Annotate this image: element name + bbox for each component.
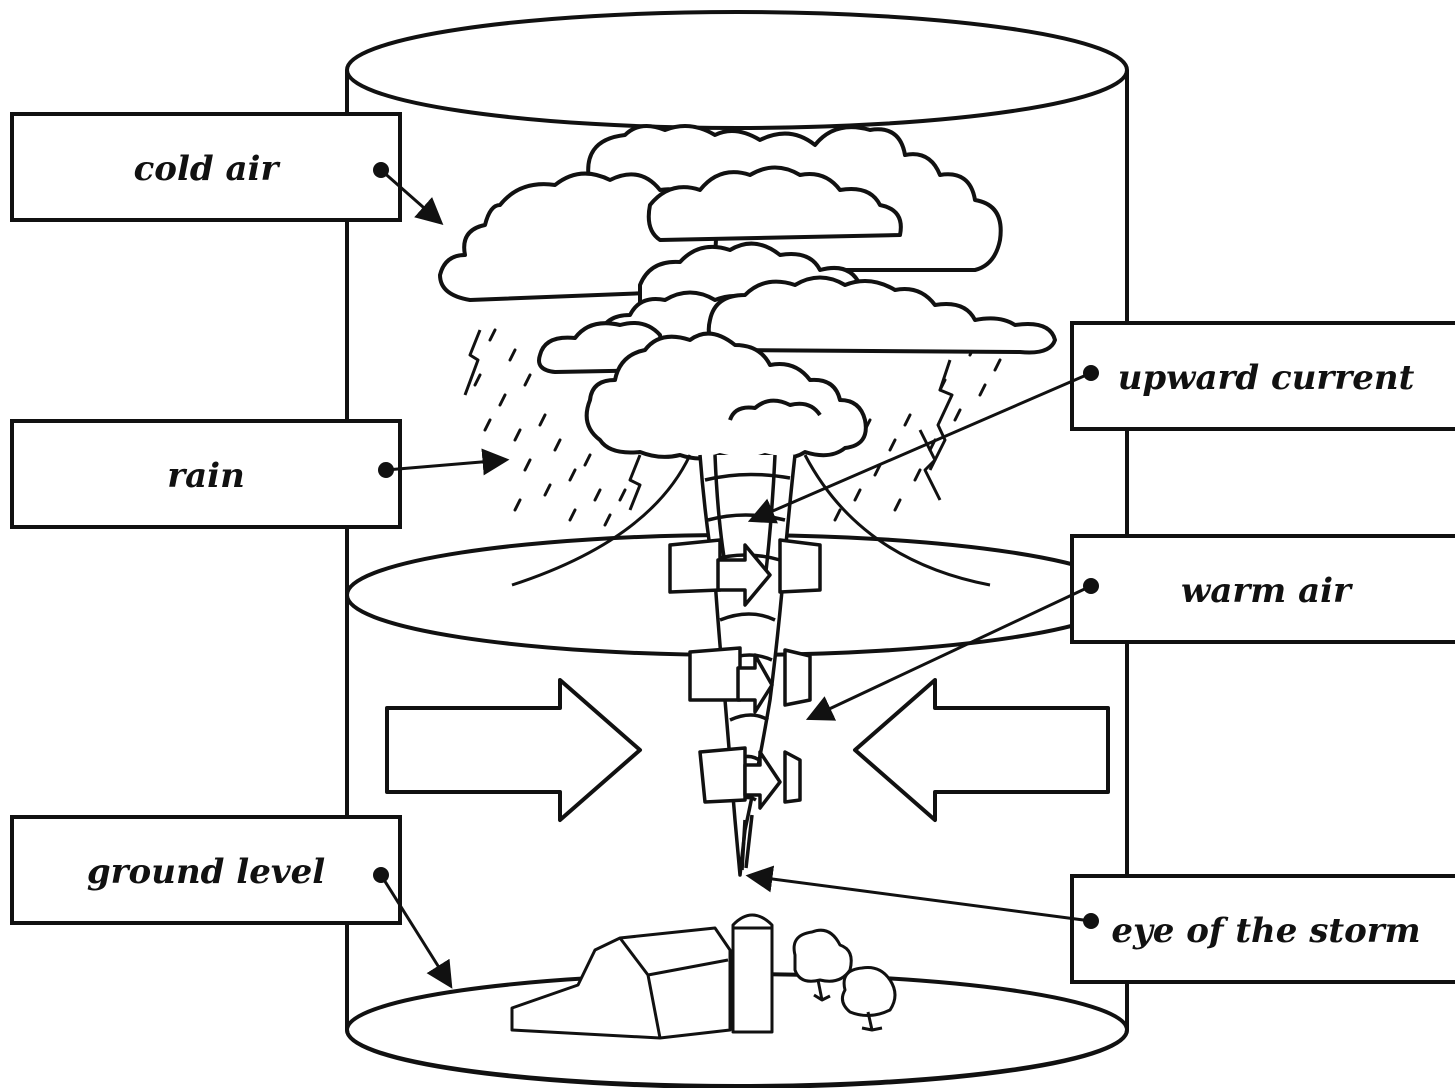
leader-upward-current [747, 371, 1092, 524]
label-upward-current-text: upward current [1118, 358, 1415, 398]
label-warm-air-text: warm air [1181, 571, 1353, 611]
leader-cold-air [380, 168, 444, 225]
leader-eye-of-the-storm [745, 865, 1092, 923]
label-rain-text: rain [167, 456, 245, 496]
cylinder-top-ellipse [345, 10, 1129, 130]
label-upward-current: upward current [1070, 321, 1455, 431]
label-eye-of-the-storm: eye of the storm [1070, 874, 1455, 984]
leader-lines [379, 168, 1092, 989]
left-inflow-arrow [385, 678, 642, 822]
silo [731, 913, 774, 1034]
label-ground-level-text: ground level [87, 852, 325, 892]
leader-rain [385, 448, 510, 476]
leader-ground-level [379, 874, 453, 989]
right-inflow-arrow [853, 678, 1110, 822]
leader-warm-air [805, 584, 1092, 721]
label-ground-level: ground level [10, 815, 402, 925]
label-rain: rain [10, 419, 402, 529]
inflow-arrows [385, 678, 1110, 822]
tree [840, 966, 897, 1017]
leader-dots [373, 162, 1099, 929]
storm-cloud [438, 124, 1057, 461]
rotation-bands [668, 538, 822, 810]
cylinder-bottom-arc [345, 1029, 1129, 1088]
barn [510, 926, 732, 1040]
funnel-outline [511, 454, 991, 587]
label-warm-air: warm air [1070, 534, 1455, 644]
tree [792, 928, 853, 983]
farm [510, 913, 897, 1040]
label-eye-of-the-storm-text: eye of the storm [1111, 911, 1420, 951]
label-cold-air: cold air [10, 112, 402, 222]
label-cold-air-text: cold air [134, 149, 281, 189]
